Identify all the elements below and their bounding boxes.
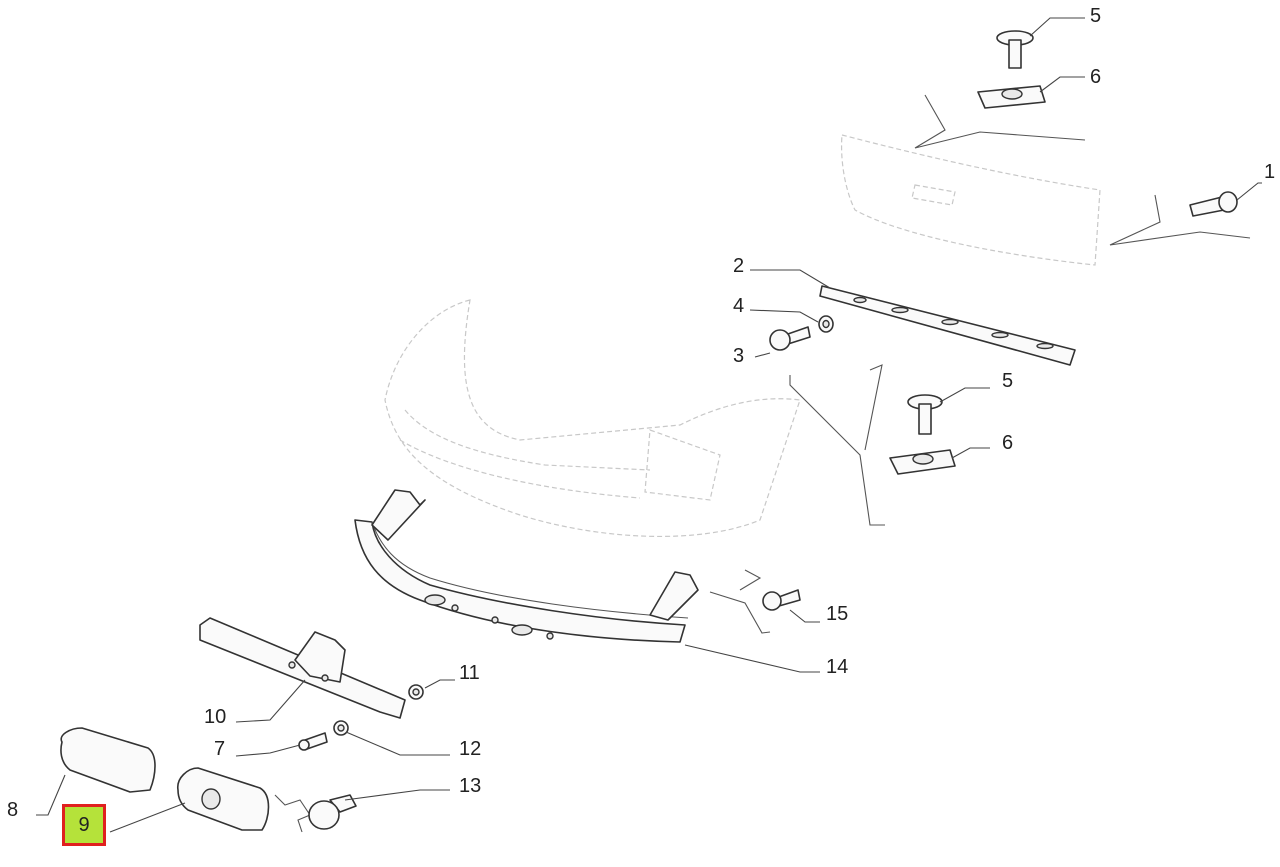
part-11-washer bbox=[408, 684, 424, 700]
callout-15[interactable]: 15 bbox=[826, 603, 849, 625]
callout-2[interactable]: 2 bbox=[733, 255, 745, 277]
callout-8[interactable]: 8 bbox=[7, 799, 19, 821]
callout-1[interactable]: 1 bbox=[1264, 161, 1276, 183]
part-1-bolt bbox=[1189, 191, 1238, 217]
callout-6-top[interactable]: 6 bbox=[1090, 66, 1102, 88]
leader-lines bbox=[36, 17, 1262, 833]
part-9-end-cap bbox=[177, 767, 311, 833]
callout-14[interactable]: 14 bbox=[826, 656, 849, 678]
part-3-bolt bbox=[769, 326, 811, 351]
callout-4[interactable]: 4 bbox=[733, 295, 745, 317]
callout-9-selected[interactable]: 9 bbox=[62, 804, 106, 846]
part-4-washer bbox=[818, 315, 834, 333]
callout-5-top[interactable]: 5 bbox=[1090, 5, 1102, 27]
callout-12[interactable]: 12 bbox=[459, 738, 482, 760]
part-7-screw bbox=[298, 732, 328, 751]
callout-13[interactable]: 13 bbox=[459, 775, 482, 797]
part-5-bolt-top bbox=[996, 30, 1034, 69]
callout-10[interactable]: 10 bbox=[204, 706, 227, 728]
part-8-end-cap bbox=[60, 727, 156, 793]
callout-11[interactable]: 11 bbox=[459, 662, 480, 684]
callout-5-mid[interactable]: 5 bbox=[1002, 370, 1014, 392]
part-12-washer bbox=[333, 720, 349, 736]
callout-6-mid[interactable]: 6 bbox=[1002, 432, 1014, 454]
bumper-ghost bbox=[384, 299, 885, 538]
part-14-beam bbox=[354, 489, 699, 643]
part-5-bolt-mid bbox=[907, 394, 943, 435]
part-6-clip-mid bbox=[889, 449, 956, 475]
part-2-bar bbox=[819, 285, 1076, 366]
part-15-bolt bbox=[709, 569, 801, 634]
part-6-clip-top bbox=[977, 85, 1046, 109]
part-13-plug bbox=[308, 794, 357, 830]
part-10-bracket bbox=[199, 617, 406, 719]
callout-7[interactable]: 7 bbox=[214, 738, 226, 760]
rear-body-ghost bbox=[840, 94, 1251, 266]
callout-3[interactable]: 3 bbox=[733, 345, 745, 367]
